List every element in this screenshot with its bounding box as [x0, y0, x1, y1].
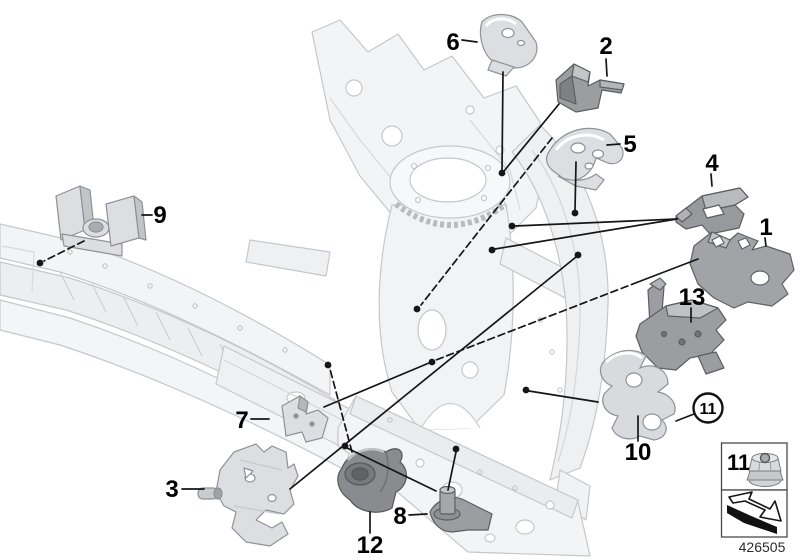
- callout-6-label[interactable]: 6: [446, 29, 459, 56]
- callout-11-label[interactable]: 11: [700, 401, 717, 418]
- part-6[interactable]: [479, 13, 538, 77]
- callout-10-label[interactable]: 10: [625, 439, 652, 466]
- leader-dots: [36, 169, 582, 453]
- body-structure: [0, 19, 609, 557]
- legend-item-label: 11: [727, 450, 750, 475]
- part-number: 426505: [739, 539, 786, 555]
- part-5[interactable]: [545, 127, 624, 191]
- part-1[interactable]: [689, 231, 795, 309]
- callout-11-circled[interactable]: 11: [692, 392, 724, 424]
- callout-8-label[interactable]: 8: [393, 503, 406, 530]
- callout-5-label[interactable]: 5: [623, 131, 636, 158]
- part-12[interactable]: [337, 448, 407, 513]
- callout-7-label[interactable]: 7: [235, 407, 248, 434]
- callout-12-label[interactable]: 12: [357, 532, 384, 559]
- part-9[interactable]: [55, 185, 147, 257]
- direction-arrow-icon: [727, 491, 782, 534]
- part-7[interactable]: [281, 394, 329, 443]
- part-4[interactable]: [675, 187, 749, 235]
- strut-tower: [378, 204, 514, 431]
- legend: 11: [720, 442, 788, 538]
- part-3[interactable]: [197, 443, 299, 547]
- part-10[interactable]: [599, 349, 676, 441]
- leader-lines: [43, 39, 767, 534]
- left-rail: [0, 223, 331, 396]
- callout-3-label[interactable]: 3: [165, 476, 178, 503]
- callout-2-label[interactable]: 2: [599, 33, 612, 60]
- callout-1-label[interactable]: 1: [759, 214, 772, 241]
- callout-9-label[interactable]: 9: [153, 202, 166, 229]
- callout-13-label[interactable]: 13: [679, 284, 706, 311]
- flange-nut-icon: [746, 452, 784, 487]
- part-2[interactable]: [555, 63, 625, 113]
- callout-4-label[interactable]: 4: [705, 150, 719, 177]
